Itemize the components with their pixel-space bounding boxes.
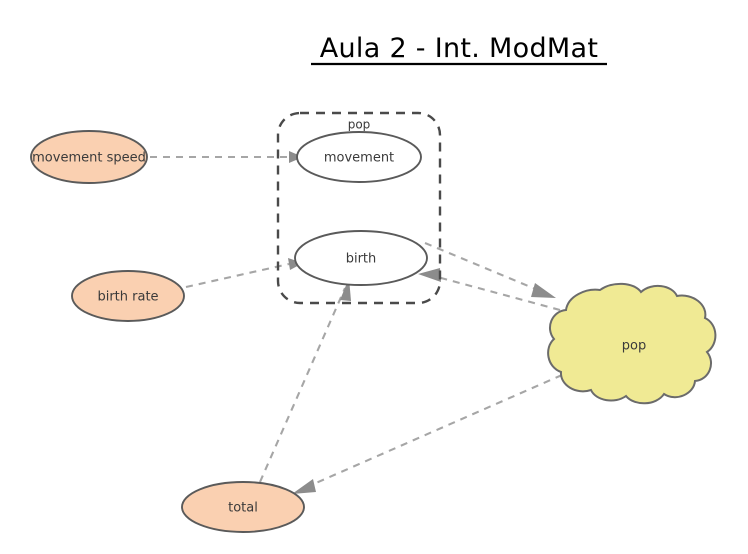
edge-line	[259, 287, 346, 483]
page-title: Aula 2 - Int. ModMat	[320, 33, 599, 64]
ellipse-shape	[181, 481, 305, 533]
group-boundary	[276, 111, 442, 305]
group-label: pop	[348, 118, 371, 132]
cloud-shape	[547, 282, 717, 405]
group-pop-container[interactable]: pop	[276, 111, 442, 305]
arrow-head-icon	[418, 268, 441, 282]
ellipse-shape	[296, 131, 422, 183]
edge-line	[185, 262, 290, 289]
node-label: birth	[346, 252, 377, 267]
arrow-head-icon	[289, 151, 303, 163]
edge-pop-cloud-to-birth[interactable]	[418, 268, 561, 312]
edge-movement-speed-to-movement[interactable]	[150, 151, 303, 163]
edge-line	[429, 273, 561, 312]
edge-total-to-birth[interactable]	[259, 278, 351, 483]
node-label: total	[228, 501, 258, 516]
node-movement[interactable]: movement	[296, 131, 422, 183]
edge-line	[424, 242, 546, 294]
arrow-head-icon	[292, 479, 316, 494]
node-label: movement speed	[32, 151, 146, 166]
ellipse-shape	[294, 230, 428, 286]
group-label-backdrop	[344, 117, 376, 132]
edges-layer	[150, 151, 563, 494]
node-label: birth rate	[97, 290, 158, 305]
node-label: pop	[622, 339, 646, 354]
node-pop-cloud[interactable]: pop	[547, 282, 717, 405]
edge-pop-cloud-to-total[interactable]	[292, 374, 563, 494]
ellipse-shape	[30, 130, 148, 184]
arrow-head-icon	[531, 283, 556, 298]
node-movement-speed[interactable]: movement speed	[30, 130, 148, 184]
diagram-title-group: Aula 2 - Int. ModMat	[311, 33, 607, 66]
nodes-layer: movement speed birth rate total movement…	[30, 130, 717, 533]
node-total[interactable]: total	[181, 481, 305, 533]
node-birth[interactable]: birth	[294, 230, 428, 286]
edge-line	[299, 374, 563, 491]
edge-birth-rate-to-birth[interactable]	[185, 258, 303, 289]
ellipse-shape	[71, 270, 185, 322]
node-birth-rate[interactable]: birth rate	[71, 270, 185, 322]
node-label: movement	[324, 151, 394, 166]
edge-birth-to-pop-cloud[interactable]	[424, 242, 556, 298]
